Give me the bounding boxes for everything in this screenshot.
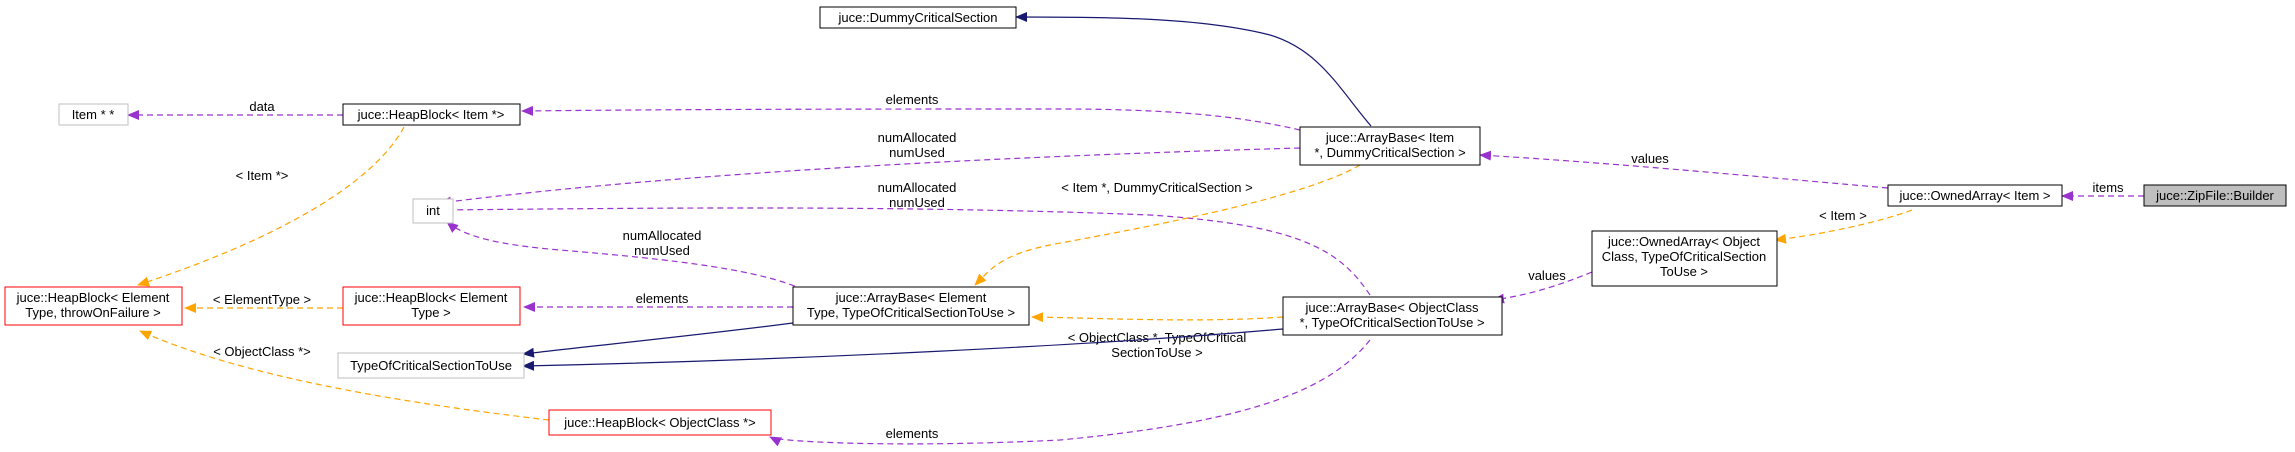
svg-text:juce::OwnedArray< Object: juce::OwnedArray< Object [1607,234,1760,249]
svg-text:juce::ZipFile::Builder: juce::ZipFile::Builder [2155,188,2274,203]
node-int[interactable]: int [412,198,454,224]
edge-arraybase-object-elements: elements [769,339,1371,447]
edge-label-elementtype-template: < ElementType > [213,292,311,307]
svg-text:juce::ArrayBase< Element: juce::ArrayBase< Element [835,290,987,305]
edge-label-numallocated-1: numAllocated [878,130,957,145]
svg-text:TypeOfCriticalSectionToUse: TypeOfCriticalSectionToUse [350,358,512,373]
node-arraybase-object[interactable]: juce::ArrayBase< ObjectClass *, TypeOfCr… [1282,296,1503,336]
edge-label-numallocated-3: numAllocated [623,228,702,243]
edge-label-objectclass-ptr-template: < ObjectClass *> [213,344,311,359]
svg-text:*, DummyCriticalSection >: *, DummyCriticalSection > [1314,145,1465,160]
node-heapblock-objectclass[interactable]: juce::HeapBlock< ObjectClass *> [548,409,772,436]
edge-label-numused-2: numUsed [889,195,945,210]
svg-text:juce::HeapBlock< ObjectClass *: juce::HeapBlock< ObjectClass *> [563,415,755,430]
svg-text:*, TypeOfCriticalSectionToUse: *, TypeOfCriticalSectionToUse > [1299,315,1484,330]
edge-label-elements-top: elements [886,92,939,107]
svg-text:juce::HeapBlock< Item *>: juce::HeapBlock< Item *> [357,107,505,122]
svg-text:juce::HeapBlock< Element: juce::HeapBlock< Element [354,290,508,305]
edge-label-values-top: values [1631,151,1669,166]
edge-label-values-bottom: values [1528,268,1566,283]
edge-label-elements-middle: elements [636,291,689,306]
edge-label-item-dummy-template: < Item *, DummyCriticalSection > [1061,180,1252,195]
edge-arraybase-item-elements: elements [521,92,1301,131]
edge-arraybase-object-inherits-typeofcs [522,328,1284,371]
node-type-of-critical-section-to-use[interactable]: TypeOfCriticalSectionToUse [337,352,525,379]
edge-ownedarray-item-values: values [1479,150,1889,189]
edge-label-item-ptr-template: < Item *> [236,168,289,183]
edge-arraybase-element-inherits-typeofcs [522,322,794,358]
svg-text:Type, TypeOfCriticalSectionToU: Type, TypeOfCriticalSectionToUse > [807,305,1015,320]
edge-label-numused-3: numUsed [634,243,690,258]
edge-ownedarray-object-template: < Item > [1774,208,1913,244]
edge-label-items: items [2092,180,2124,195]
edge-label-numused-1: numUsed [889,145,945,160]
node-dummy-critical-section[interactable]: juce::DummyCriticalSection [819,6,1017,29]
node-heapblock-element[interactable]: juce::HeapBlock< Element Type > [342,286,521,326]
node-item-pointer-pointer[interactable]: Item * * [58,103,129,126]
node-ownedarray-item[interactable]: juce::OwnedArray< Item > [1887,184,2063,207]
node-arraybase-element[interactable]: juce::ArrayBase< Element Type, TypeOfCri… [792,286,1030,326]
node-heapblock-item[interactable]: juce::HeapBlock< Item *> [342,103,521,126]
edge-label-objectclass-template-2: SectionToUse > [1111,345,1202,360]
svg-text:Item * *: Item * * [72,107,115,122]
node-heapblock-generic[interactable]: juce::HeapBlock< Element Type, throwOnFa… [4,286,183,326]
svg-text:juce::ArrayBase< Item: juce::ArrayBase< Item [1325,130,1454,145]
svg-text:juce::OwnedArray< Item >: juce::OwnedArray< Item > [1898,188,2050,203]
svg-text:Class, TypeOfCriticalSection: Class, TypeOfCriticalSection [1602,249,1767,264]
node-ownedarray-object[interactable]: juce::OwnedArray< Object Class, TypeOfCr… [1591,230,1778,287]
svg-text:juce::HeapBlock< Element: juce::HeapBlock< Element [16,290,170,305]
edge-ownedarray-object-values: values [1492,268,1593,304]
edge-label-elements-bottom: elements [886,426,939,441]
edge-heapblock-element-template: < ElementType > [184,292,343,313]
edge-arraybase-item-int: numAllocated numUsed [439,130,1301,207]
svg-text:int: int [426,203,440,218]
edge-heapblock-object-template: < ObjectClass *> [139,330,550,421]
edges: data elements values items numAllocated … [127,12,2144,447]
svg-text:ToUse >: ToUse > [1660,264,1708,279]
edge-label-data: data [249,99,275,114]
edge-label-numallocated-2: numAllocated [878,180,957,195]
edge-arraybase-element-elements: elements [523,291,793,312]
svg-text:Type, throwOnFailure >: Type, throwOnFailure > [25,305,160,320]
svg-text:juce::DummyCriticalSection: juce::DummyCriticalSection [838,10,998,25]
edge-arraybase-item-template: < Item *, DummyCriticalSection > [974,164,1361,286]
edge-arraybase-element-int: numAllocated numUsed [446,221,805,291]
svg-text:Type >: Type > [411,305,450,320]
nodes: juce::DummyCriticalSection Item * * juce… [4,6,2287,436]
svg-text:juce::ArrayBase< ObjectClass: juce::ArrayBase< ObjectClass [1304,300,1479,315]
edge-zipfile-builder-items: items [2061,180,2144,201]
edge-heapblock-item-data: data [127,99,343,120]
node-zipfile-builder[interactable]: juce::ZipFile::Builder [2143,184,2287,207]
edge-label-item-template: < Item > [1819,208,1867,223]
edge-heapblock-item-template: < Item *> [137,126,405,287]
node-arraybase-item[interactable]: juce::ArrayBase< Item *, DummyCriticalSe… [1299,126,1481,166]
edge-arraybase-object-int: numAllocated numUsed [439,180,1371,296]
edge-arraybase-item-inherits-dummy-critical-section [1015,12,1372,127]
